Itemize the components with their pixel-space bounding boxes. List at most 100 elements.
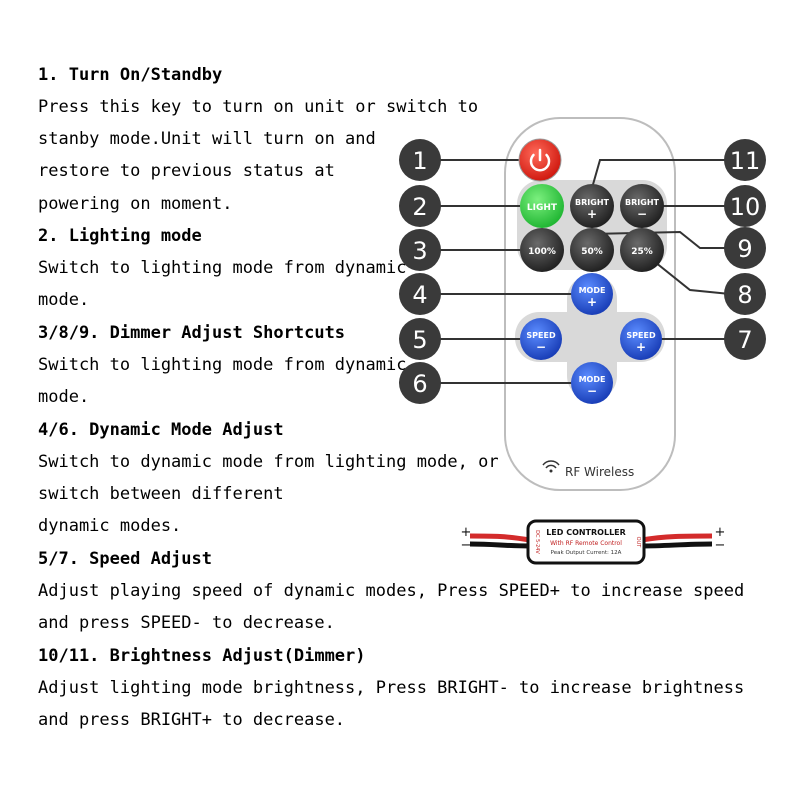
mode-minus-button[interactable]: MODE − [571,362,613,404]
instruction-line: mode. [38,290,90,310]
power-button[interactable] [518,138,562,182]
speed-plus-button[interactable]: SPEED + [620,318,662,360]
controller-subtitle: With RF Remote Control [550,540,622,547]
callout-7: 7 [724,318,766,360]
left-black-wire [469,541,531,549]
callout-circle [724,227,766,269]
mode-minus-sign: − [587,384,597,398]
light-button[interactable]: LIGHT [520,184,564,228]
section-heading: 10/11. Brightness Adjust(Dimmer) [38,646,366,666]
callout-circle [724,139,766,181]
callout-circle [399,362,441,404]
speed-minus-label: SPEED [526,331,556,340]
callout-10: 10 [724,185,766,227]
callout-4: 4 [399,273,441,315]
callout-8: 8 [724,273,766,315]
callout-number: 6 [412,370,427,398]
mode-plus-label: MODE [579,286,606,295]
callout-5: 5 [399,318,441,360]
callout-number: 8 [737,281,752,309]
callout-number: 9 [737,235,752,263]
speed-minus-sign: − [536,340,546,354]
callout-circle [724,185,766,227]
section-heading: 5/7. Speed Adjust [38,549,212,569]
speed-plus-sign: + [636,340,646,354]
section-heading: 1. Turn On/Standby [38,65,223,85]
left-minus-terminal: − [461,538,472,553]
bright-plus-label: BRIGHT [575,198,609,207]
callout-3: 3 [399,229,441,271]
bright-plus-button[interactable]: BRIGHT + [570,184,614,228]
callout-number: 4 [412,281,427,309]
right-minus-terminal: − [715,538,726,553]
instruction-line: Switch to dynamic mode from lighting mod… [38,452,499,472]
callout-circle [399,185,441,227]
bright-minus-button[interactable]: BRIGHT − [620,184,664,228]
controller-output-label: OUT [635,537,641,549]
callout-11: 11 [724,139,766,181]
callout-number: 5 [412,326,427,354]
bright-minus-sign: − [637,207,647,221]
callout-circle [399,229,441,271]
callout-circle [399,139,441,181]
controller-body [526,519,646,565]
section-heading: 3/8/9. Dimmer Adjust Shortcuts [38,323,346,343]
led-controller: LED CONTROLLER With RF Remote Control Pe… [461,519,726,565]
brightness-25-label: 25% [631,247,653,257]
callout-1: 1 [399,139,441,181]
bright-plus-sign: + [587,207,597,221]
instruction-line: Adjust lighting mode brightness, Press B… [38,678,745,698]
callout-circle [399,273,441,315]
callout-circle [724,273,766,315]
instruction-line: Press this key to turn on unit or switch… [38,97,479,117]
callout-number: 10 [730,193,761,221]
controller-input-label: DC 5-24V [534,530,540,554]
instruction-line: Adjust playing speed of dynamic modes, P… [38,581,745,601]
light-button-label: LIGHT [527,203,558,213]
instruction-line: Switch to lighting mode from dynamic [38,258,407,278]
rf-wireless-label: RF Wireless [565,465,634,479]
instruction-line: and press SPEED- to decrease. [38,613,335,633]
speed-plus-label: SPEED [626,331,656,340]
mode-plus-button[interactable]: MODE + [571,273,613,315]
mode-plus-sign: + [587,295,597,309]
wifi-icon [542,460,560,473]
brightness-100-label: 100% [528,247,556,257]
leader-line-11 [591,159,730,189]
controller-spec: Peak Output Current: 12A [551,550,622,556]
callout-number: 11 [730,147,761,175]
instruction-line: and press BRIGHT+ to decrease. [38,710,346,730]
power-icon [529,148,551,172]
callout-2: 2 [399,185,441,227]
brightness-50-button[interactable]: 50% [570,228,614,272]
left-plus-terminal: + [461,525,472,540]
brightness-100-button[interactable]: 100% [520,228,564,272]
section-heading: 4/6. Dynamic Mode Adjust [38,420,284,440]
instruction-line: dynamic modes. [38,516,182,536]
instruction-line: restore to previous status at [38,161,335,181]
instruction-line: switch between different [38,484,284,504]
callout-9: 9 [724,227,766,269]
right-plus-terminal: + [715,525,726,540]
speed-minus-button[interactable]: SPEED − [520,318,562,360]
right-red-wire [641,533,713,543]
left-red-wire [469,533,531,543]
instruction-line: Switch to lighting mode from dynamic [38,355,407,375]
brightness-50-label: 50% [581,247,603,257]
controller-title: LED CONTROLLER [546,528,626,537]
mode-minus-label: MODE [579,375,606,384]
callout-number: 7 [737,326,752,354]
callout-6: 6 [399,362,441,404]
section-heading: 2. Lighting mode [38,226,202,246]
instruction-line: stanby mode.Unit will turn on and [38,129,376,149]
callout-circle [399,318,441,360]
brightness-25-button[interactable]: 25% [620,228,664,272]
bright-minus-label: BRIGHT [625,198,659,207]
callout-number: 1 [412,147,427,175]
callout-number: 3 [412,237,427,265]
right-black-wire [641,541,713,549]
instruction-line: powering on moment. [38,194,233,214]
callout-circle [724,318,766,360]
instruction-line: mode. [38,387,90,407]
